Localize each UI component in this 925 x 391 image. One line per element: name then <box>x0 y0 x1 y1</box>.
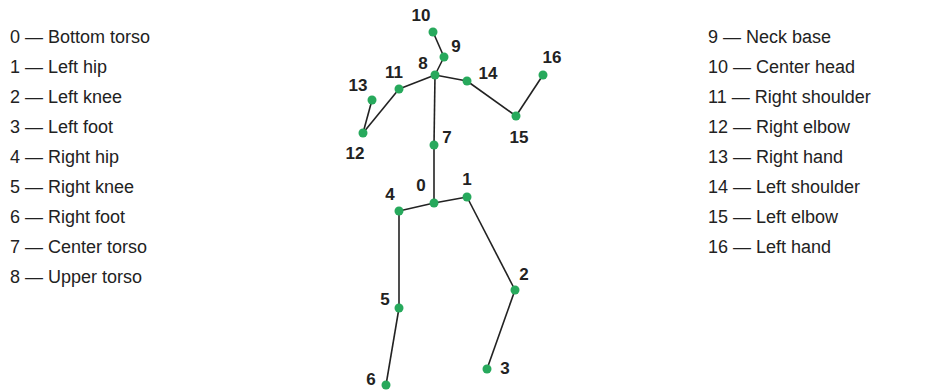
keypoint-dots <box>359 28 548 390</box>
callout-number: 2 <box>519 265 528 285</box>
callout-number: 9 <box>451 37 460 57</box>
keypoint-legend-line: 12 — Right elbow <box>708 117 850 137</box>
keypoint-legend-line: 2 — Left knee <box>10 87 122 107</box>
keypoint-legend-line: 13 — Right hand <box>708 147 843 167</box>
keypoint-legend-line: 10 — Center head <box>708 57 855 77</box>
callout-number: 13 <box>349 76 368 96</box>
callout-number: 0 <box>416 176 425 196</box>
callout-number: 10 <box>412 6 431 26</box>
callout-number: 12 <box>346 144 365 164</box>
keypoint-legend-line: 5 — Right knee <box>10 177 134 197</box>
keypoint-legend-line: 0 — Bottom torso <box>10 27 150 47</box>
callout-number: 8 <box>418 54 427 74</box>
callout-number: 5 <box>380 290 389 310</box>
keypoint-legend-line: 4 — Right hip <box>10 147 119 167</box>
skeleton-lines <box>363 32 543 385</box>
callout-number: 7 <box>442 128 451 148</box>
callout-number: 6 <box>366 370 375 390</box>
callout-number: 16 <box>543 48 562 68</box>
callout-number: 1 <box>462 170 471 190</box>
callout-number: 14 <box>479 64 498 84</box>
keypoint-legend-line: 14 — Left shoulder <box>708 177 860 197</box>
keypoint-legend-line: 16 — Left hand <box>708 237 831 257</box>
keypoint-legend-line: 9 — Neck base <box>708 27 831 47</box>
callout-number: 4 <box>385 185 394 205</box>
keypoint-legend-line: 8 — Upper torso <box>10 267 142 287</box>
keypoint-legend-line: 7 — Center torso <box>10 237 147 257</box>
keypoint-legend-line: 3 — Left foot <box>10 117 113 137</box>
callout-number: 15 <box>510 128 529 148</box>
callout-number: 11 <box>385 63 403 83</box>
keypoint-legend-line: 6 — Right foot <box>10 207 125 227</box>
callout-number: 3 <box>500 359 509 379</box>
keypoint-legend-line: 1 — Left hip <box>10 57 107 77</box>
keypoint-legend-line: 11 — Right shoulder <box>708 87 871 107</box>
keypoint-legend-line: 15 — Left elbow <box>708 207 838 227</box>
